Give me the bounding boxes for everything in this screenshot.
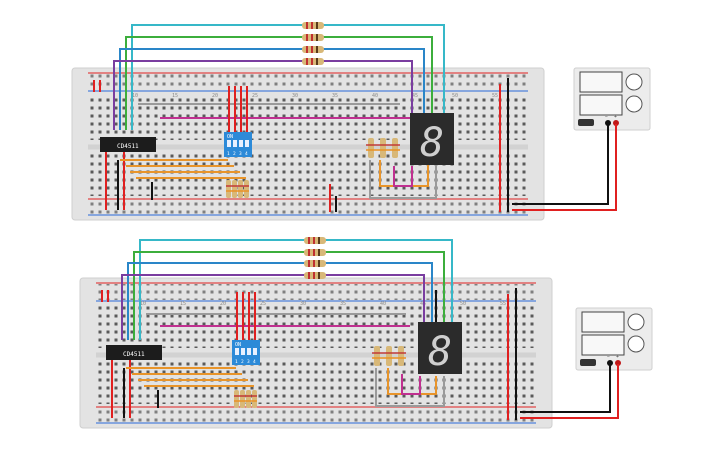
dip-number: 4 <box>253 359 256 365</box>
column-number: 35 <box>332 93 338 99</box>
cd4511-chip[interactable]: CD4511 <box>106 345 162 360</box>
column-number: 45 <box>412 93 418 99</box>
display-loop-wires[interactable] <box>369 160 437 199</box>
terminal-minus[interactable] <box>605 120 611 126</box>
column-number: 15 <box>172 93 178 99</box>
display-digit: 8 <box>428 329 452 375</box>
seven-segment-display[interactable]: 8 <box>410 113 454 166</box>
dip-toggle[interactable] <box>235 348 239 355</box>
dip-toggle[interactable] <box>247 348 251 355</box>
power-switch[interactable] <box>578 119 594 126</box>
jumper-wires[interactable] <box>101 290 410 327</box>
seven-segment-display[interactable]: 8 <box>418 322 462 375</box>
dip-toggle[interactable] <box>241 348 245 355</box>
orange-wires[interactable] <box>126 367 254 387</box>
dip-toggle[interactable] <box>253 348 257 355</box>
voltage-knob[interactable] <box>627 313 645 331</box>
dip-on-label: ON <box>235 342 241 348</box>
terminal-minus-label: − <box>605 114 608 120</box>
terminal-minus[interactable] <box>607 360 613 366</box>
resistor[interactable] <box>302 22 324 29</box>
dip-rail-wires[interactable] <box>236 292 256 342</box>
current-knob[interactable] <box>625 95 643 113</box>
supply-wires-left[interactable] <box>105 152 153 210</box>
supply-wires-right[interactable] <box>435 288 517 420</box>
column-number: 55 <box>492 93 498 99</box>
circuit-bottom: 10 15 20 25 30 35 40 45 50 55 <box>79 237 653 429</box>
column-number: 40 <box>380 301 386 307</box>
dip-toggle[interactable] <box>239 140 243 147</box>
power-supply[interactable]: − + <box>573 67 651 131</box>
column-number: 20 <box>220 301 226 307</box>
display-loop-wires[interactable] <box>375 368 445 407</box>
resistor[interactable] <box>302 58 324 65</box>
display-resistors[interactable] <box>372 346 406 366</box>
column-number: 30 <box>292 93 298 99</box>
column-number: 50 <box>452 93 458 99</box>
pulldown-resistors[interactable] <box>226 180 249 198</box>
dip-number: 3 <box>239 151 242 157</box>
voltage-knob[interactable] <box>625 73 643 91</box>
resistor[interactable] <box>302 34 324 41</box>
jumper-wires[interactable] <box>93 80 410 119</box>
dip-number: 1 <box>227 151 230 157</box>
dip-toggle[interactable] <box>245 140 249 147</box>
column-number: 35 <box>340 301 346 307</box>
dip-rail-wires[interactable] <box>228 86 248 134</box>
terminal-plus[interactable] <box>613 120 619 126</box>
dip-number: 1 <box>235 359 238 365</box>
supply-wires-right[interactable] <box>329 78 509 212</box>
dip-switch[interactable]: ON 1 2 3 4 <box>224 132 252 157</box>
resistor-set[interactable] <box>304 237 326 279</box>
column-number: 50 <box>460 301 466 307</box>
cd4511-chip[interactable]: CD4511 <box>100 137 156 152</box>
orange-wires[interactable] <box>120 159 246 179</box>
chip-label: CD4511 <box>117 143 139 150</box>
terminal-plus[interactable] <box>615 360 621 366</box>
column-numbers: 10 15 20 25 30 35 40 45 50 55 <box>132 93 498 99</box>
breadboard[interactable] <box>79 277 553 429</box>
chip-label: CD4511 <box>123 351 145 358</box>
dip-number: 4 <box>245 151 248 157</box>
current-knob[interactable] <box>627 335 645 353</box>
circuit-top: 10 15 20 25 30 35 40 45 50 55 <box>71 22 651 221</box>
column-number: 15 <box>180 301 186 307</box>
column-number: 40 <box>372 93 378 99</box>
dip-on-label: ON <box>227 134 233 140</box>
column-number: 25 <box>260 301 266 307</box>
power-switch[interactable] <box>580 359 596 366</box>
column-number: 30 <box>300 301 306 307</box>
display-digit: 8 <box>420 120 444 166</box>
arch-wires[interactable] <box>121 239 453 340</box>
dip-switch[interactable]: ON 1 2 3 4 <box>232 340 260 365</box>
resistor[interactable] <box>304 249 326 256</box>
column-number: 10 <box>132 93 138 99</box>
column-number: 25 <box>252 93 258 99</box>
dip-toggle[interactable] <box>233 140 237 147</box>
column-number: 20 <box>212 93 218 99</box>
pulldown-resistors[interactable] <box>234 390 257 408</box>
display-resistors[interactable] <box>366 138 400 158</box>
supply-leads[interactable] <box>520 364 619 419</box>
dip-toggle[interactable] <box>227 140 231 147</box>
terminal-plus-label: + <box>616 354 619 360</box>
resistor-set[interactable] <box>302 22 324 65</box>
arch-wires[interactable] <box>113 24 445 130</box>
dip-number: 2 <box>233 151 236 157</box>
resistor[interactable] <box>304 260 326 267</box>
dip-number: 3 <box>247 359 250 365</box>
resistor[interactable] <box>304 272 326 279</box>
power-supply[interactable]: − + <box>575 307 653 371</box>
dip-number: 2 <box>241 359 244 365</box>
column-number: 10 <box>140 301 146 307</box>
terminal-minus-label: − <box>607 354 610 360</box>
terminal-plus-label: + <box>614 114 617 120</box>
supply-leads[interactable] <box>512 124 617 211</box>
column-number: 55 <box>500 301 506 307</box>
resistor[interactable] <box>304 237 326 244</box>
resistor[interactable] <box>302 46 324 53</box>
supply-wires-left[interactable] <box>111 360 159 418</box>
